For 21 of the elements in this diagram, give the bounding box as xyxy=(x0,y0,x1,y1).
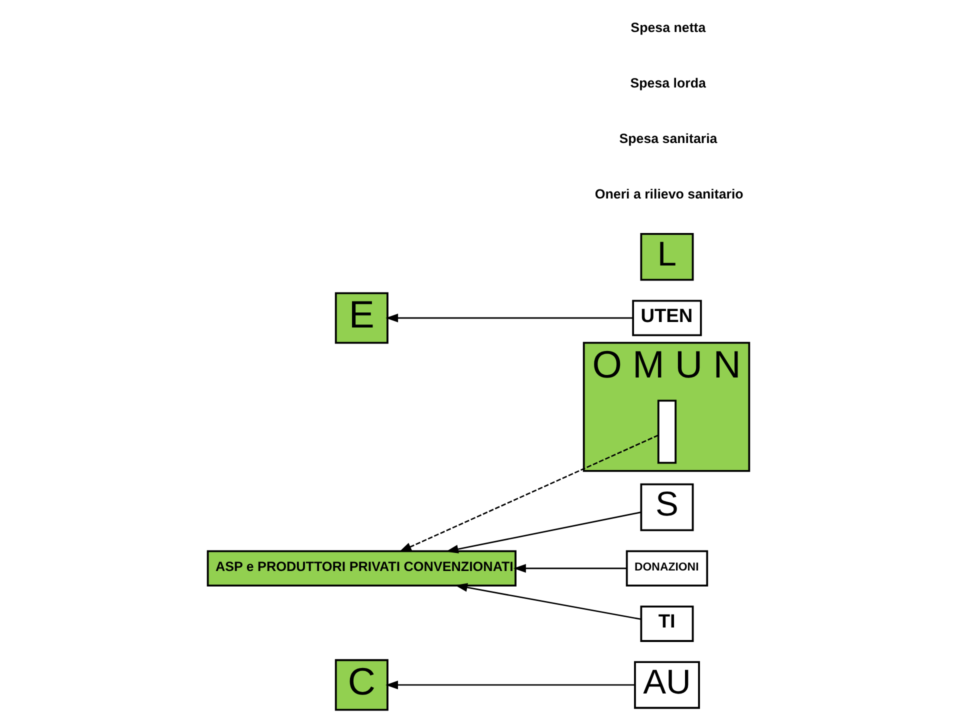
node-box: S xyxy=(640,483,694,532)
node-box: DONAZIONI xyxy=(625,550,708,587)
node-box: E xyxy=(334,292,388,344)
label: Oneri a rilievo sanitario xyxy=(594,186,743,202)
label: Spesa sanitaria xyxy=(618,130,717,146)
label: Spesa lorda xyxy=(630,75,706,90)
node-box xyxy=(656,400,676,464)
arrow xyxy=(445,512,641,554)
cluster: O M U N xyxy=(582,342,750,472)
arrow xyxy=(398,434,658,552)
node-box: TI xyxy=(640,606,694,642)
arrow xyxy=(513,564,626,573)
node-box: ASP e PRODUTTORI PRIVATI CONVENZIONATI xyxy=(206,550,516,587)
node-box: C xyxy=(334,659,388,711)
node-box: UTEN xyxy=(632,300,702,336)
arrow xyxy=(385,314,632,322)
arrow xyxy=(385,680,634,690)
node-box: AU xyxy=(634,661,700,709)
node-box: L xyxy=(640,232,694,281)
arrow xyxy=(454,583,641,620)
label: Spesa netta xyxy=(630,20,706,35)
